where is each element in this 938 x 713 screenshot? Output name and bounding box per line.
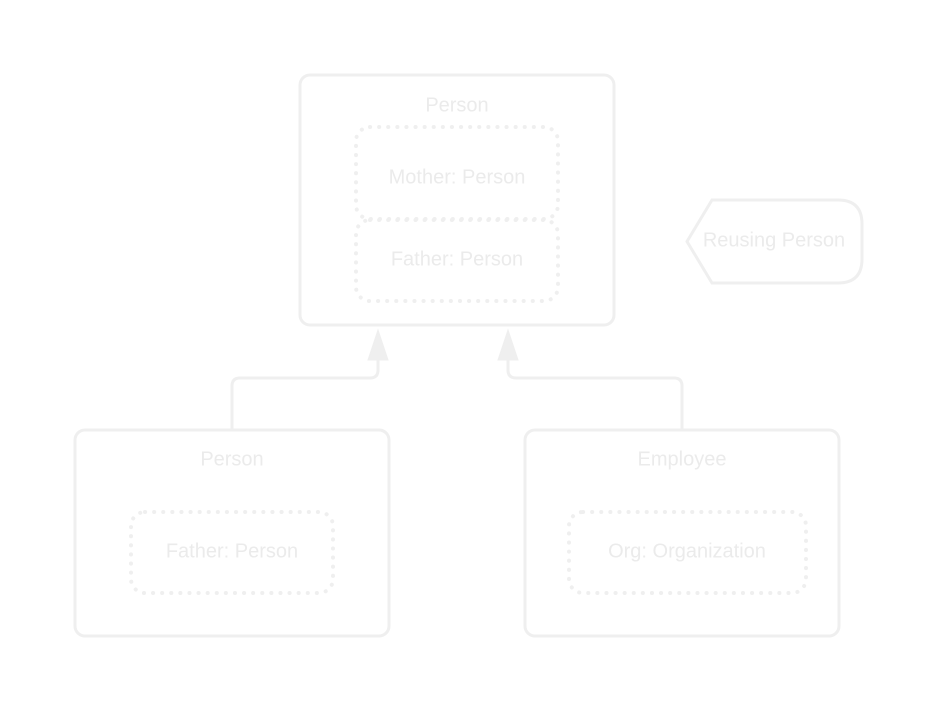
note-shape: [685, 198, 864, 285]
class-box-top-frame: [298, 73, 616, 327]
arrowhead-left-to-top: [367, 328, 389, 361]
edge-left-to-top: [230, 358, 380, 430]
note-reusing-person[interactable]: Reusing Person: [685, 198, 864, 285]
class-title-top: Person: [425, 94, 488, 116]
class-title-left: Person: [200, 448, 263, 470]
slot-label-father-left: Father: Person: [166, 540, 298, 562]
edge-right-to-top: [506, 358, 684, 430]
arrowhead-right-to-top: [497, 328, 519, 361]
class-box-right-employee[interactable]: Employee Org: Organization: [523, 428, 841, 638]
slot-father-top: [354, 218, 560, 303]
slot-label-mother: Mother: Person: [389, 166, 526, 188]
slot-label-org: Org: Organization: [608, 540, 766, 562]
slot-label-father-top: Father: Person: [391, 248, 523, 270]
slot-father-left: [129, 510, 335, 595]
slot-org: [567, 510, 808, 595]
class-box-left-person[interactable]: Person Father: Person: [73, 428, 391, 638]
class-box-top-person[interactable]: Person Mother: Person Father: Person: [298, 73, 616, 327]
note-label: Reusing Person: [703, 229, 845, 251]
slot-mother: [354, 125, 560, 221]
class-title-right: Employee: [638, 448, 727, 470]
